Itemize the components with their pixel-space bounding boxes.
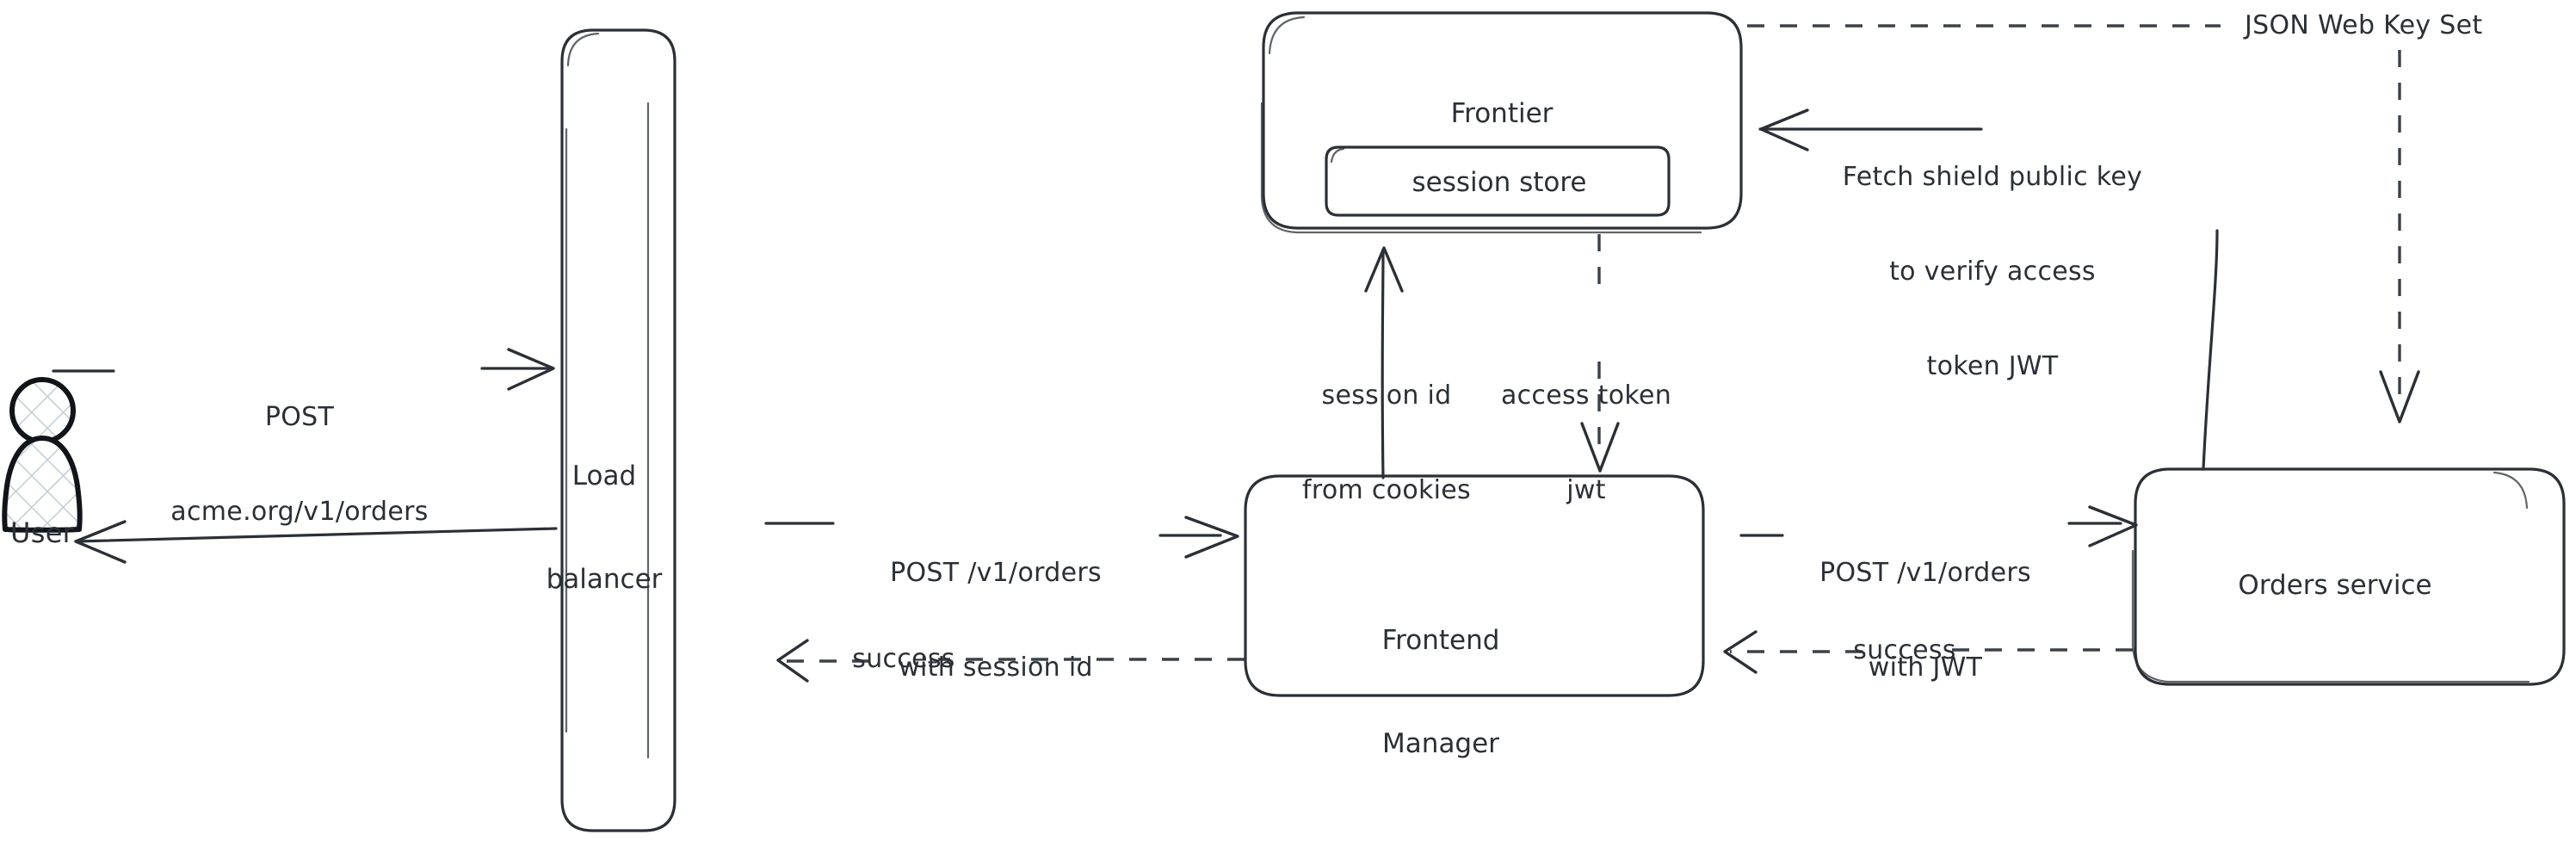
edge-label-post-acme-line2: acme.org/v1/orders	[170, 496, 429, 527]
edge-loadbalancer-to-user	[74, 520, 558, 564]
frontend-manager-label-line1: Frontend	[1381, 624, 1500, 656]
edge-label-fetch-shield-key: Fetch shield public key to verify access…	[1843, 99, 2142, 446]
edge-label-post-orders-session-line1: POST /v1/orders	[890, 558, 1102, 589]
edge-orders-to-frontier-fetchkey	[1758, 108, 2219, 471]
edge-loadbalancer-to-frontendmanager	[764, 516, 1239, 559]
edge-label-fetch-shield-key-line1: Fetch shield public key	[1842, 162, 2143, 193]
edge-orders-to-frontendmanager-success	[1723, 630, 2133, 674]
edge-label-success-orders: success	[1853, 635, 1956, 665]
edge-label-fetch-shield-key-line2: to verify access	[1889, 256, 2096, 287]
edge-label-session-id-line2: from cookies	[1302, 474, 1471, 505]
orders-service-label: Orders service	[2238, 570, 2432, 601]
edge-frontendmanager-to-loadbalancer-success	[776, 639, 1245, 683]
edge-frontier-to-orders-jwks	[1747, 24, 2420, 424]
frontier-node[interactable]	[1260, 11, 1743, 234]
edge-label-jwks: JSON Web Key Set	[2245, 10, 2483, 40]
edge-user-to-loadbalancer	[52, 348, 555, 391]
edge-label-post-orders-jwt-line2: with JWT	[1868, 652, 1983, 683]
edge-frontendmanager-to-orders	[1739, 505, 2138, 547]
load-balancer-label-line1: Load	[571, 460, 637, 492]
edge-label-fetch-shield-key-line3: token JWT	[1926, 350, 2059, 381]
frontend-manager-label: Frontend Manager	[1382, 553, 1500, 831]
edge-label-session-id: session id from cookies	[1302, 318, 1471, 570]
user-label: User	[10, 516, 75, 549]
edge-label-post-acme-line1: POST	[264, 402, 335, 433]
load-balancer-label-line2: balancer	[546, 564, 663, 596]
session-store-label: session store	[1412, 167, 1587, 198]
load-balancer-label: Load balancer	[547, 389, 663, 666]
user-actor-icon	[2, 377, 83, 533]
frontier-label: Frontier	[1450, 98, 1554, 129]
edge-label-post-acme: POST acme.org/v1/orders	[170, 339, 428, 591]
orders-service-node[interactable]	[2131, 467, 2566, 686]
frontend-manager-label-line2: Manager	[1382, 728, 1499, 760]
edge-label-access-token-line2: jwt	[1566, 474, 1606, 505]
edge-label-post-orders-session-line2: with session id	[899, 652, 1093, 683]
edge-label-access-token-line1: access token	[1500, 380, 1672, 411]
edge-frontendmanager-to-frontier-sessionid	[1364, 246, 1404, 479]
edge-label-post-orders-jwt-line1: POST /v1/orders	[1819, 558, 2031, 589]
frontend-manager-node[interactable]	[1244, 474, 1705, 697]
edge-label-success-loadbalancer: success	[852, 644, 955, 674]
edge-label-post-orders-jwt: POST /v1/orders with JWT	[1819, 495, 2031, 747]
edge-frontier-to-frontendmanager-accesstoken	[1580, 234, 1620, 473]
load-balancer-node[interactable]	[560, 28, 676, 832]
edge-label-access-token: access token jwt	[1501, 318, 1671, 570]
edge-label-post-orders-session: POST /v1/orders with session id	[890, 495, 1102, 747]
edge-label-session-id-line1: session id	[1321, 380, 1452, 411]
